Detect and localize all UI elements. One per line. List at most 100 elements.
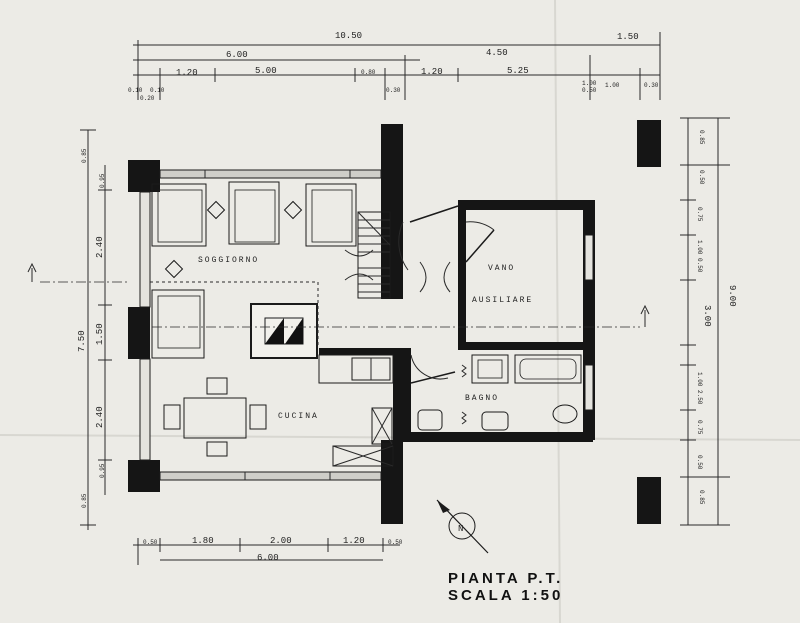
north-letter: N: [458, 524, 463, 534]
vano-door-leaf: [465, 229, 495, 263]
entry-door-swing: [398, 221, 409, 271]
dim-bottom-d: 0.50: [143, 539, 158, 546]
dim-left-d: 0.85: [81, 148, 88, 163]
appliance: [332, 445, 394, 467]
dim-right-a: 0.85: [698, 130, 705, 145]
dimension-lines: [80, 32, 730, 565]
dim-top-l: 0.30: [644, 82, 659, 89]
armchair: [151, 289, 205, 359]
dim-bottom-total: 6.00: [257, 553, 279, 563]
dim-top-j: 0.50: [582, 87, 597, 94]
left-window-wall-bottom: [139, 358, 151, 461]
chair: [249, 404, 267, 430]
dim-top-total: 10.50: [335, 31, 362, 41]
entry-door-leaf: [409, 205, 459, 223]
dim-top-o: 0.10: [150, 87, 165, 94]
dim-top-i: 1.00: [605, 82, 620, 89]
dim-top-m: 0.10: [128, 87, 143, 94]
dim-top-k: 1.00: [582, 80, 597, 87]
dim-right-b: 0.50: [698, 170, 705, 185]
dim-top-g: 1.20: [421, 67, 443, 77]
sofa-right: [305, 183, 357, 247]
right-window-vano: [584, 234, 594, 281]
kitchen-counter: [318, 354, 394, 384]
dim-top-f: 0.80: [361, 69, 376, 76]
dim-left-total: 7.50: [77, 330, 87, 352]
exterior-walls: [128, 120, 661, 524]
top-window-wall: [159, 169, 382, 179]
side-table: [206, 200, 226, 220]
pier-left-middle: [128, 307, 150, 359]
shower-tray: [471, 354, 509, 384]
dim-right-j: 0.50: [696, 455, 703, 470]
dim-top-e: 1.20: [176, 68, 198, 78]
chair: [206, 377, 228, 395]
double-door-corridor: [419, 261, 451, 293]
vano-door-swing: [465, 221, 495, 231]
side-table: [283, 200, 303, 220]
dim-right-g: 1.00: [696, 372, 703, 387]
living-furniture: [150, 181, 357, 359]
dim-left-b: 1.50: [95, 323, 105, 345]
room-label-soggiorno: SOGGIORNO: [198, 256, 259, 265]
staircase: [357, 211, 391, 299]
plan-title: PIANTA P.T.: [448, 570, 563, 587]
dim-top-p: 0.30: [386, 87, 401, 94]
pier-far-right-top: [637, 120, 661, 167]
left-window-wall-top: [139, 191, 151, 308]
pier-top-left: [128, 160, 160, 192]
vano-left-wall: [458, 200, 466, 350]
dim-bottom-e: 0.50: [388, 539, 403, 546]
dim-right-total: 9.00: [727, 285, 737, 307]
stove: [371, 407, 393, 445]
dim-top-b: 5.00: [255, 66, 277, 76]
sofa-left: [151, 183, 207, 247]
stair-outline: [357, 211, 391, 299]
dim-top-n: 0.20: [140, 95, 155, 102]
room-label-ausiliare: AUSILIARE: [472, 296, 533, 305]
dim-top-d: 1.50: [617, 32, 639, 42]
kitchen-right-wall: [393, 355, 403, 440]
vano-bottom-wall: [458, 342, 593, 350]
corridor-wall: [319, 348, 411, 355]
plan-scale: SCALA 1:50: [448, 587, 563, 604]
bath-door-swing: [410, 354, 449, 380]
toilet: [552, 404, 578, 424]
dim-top-a: 6.00: [226, 50, 248, 60]
paper-fold-vertical: [554, 0, 561, 623]
room-label-cucina: CUCINA: [278, 412, 319, 421]
bidet: [417, 409, 443, 431]
bagno-bottom-wall: [403, 432, 593, 442]
section-arrow-right: [640, 304, 650, 327]
stair-break-line: [357, 211, 391, 246]
dim-top-h: 5.25: [507, 66, 529, 76]
dim-right-e: 0.50: [696, 258, 703, 273]
sofa-center: [228, 181, 280, 245]
pier-far-right-bottom: [637, 477, 661, 524]
dim-bottom-b: 2.00: [270, 536, 292, 546]
pier-top-central: [381, 124, 403, 299]
dim-left-a: 2.40: [95, 236, 105, 258]
side-table: [164, 259, 184, 279]
dim-left-f: 0.95: [99, 173, 106, 188]
radiator-symbol: [461, 364, 467, 425]
room-label-bagno: BAGNO: [465, 394, 499, 403]
room-label-vano: VANO: [488, 264, 515, 273]
chair: [206, 441, 228, 457]
dim-top-c: 4.50: [486, 48, 508, 58]
doors: [344, 205, 495, 384]
vano-top-wall: [458, 200, 593, 210]
bathtub: [514, 354, 582, 384]
pier-bottom-central: [381, 440, 403, 524]
dim-right-h: 2.50: [696, 390, 703, 405]
kitchen-furniture: [163, 354, 394, 467]
pier-bottom-left: [128, 460, 160, 492]
bath-fixtures: [417, 354, 582, 431]
north-arrow-icon: N: [436, 499, 489, 554]
dim-bottom-a: 1.80: [192, 536, 214, 546]
bath-door-leaf: [410, 371, 456, 384]
dim-left-e: 0.85: [81, 493, 88, 508]
dim-right-d: 1.00: [696, 240, 703, 255]
washbasin: [481, 411, 509, 431]
